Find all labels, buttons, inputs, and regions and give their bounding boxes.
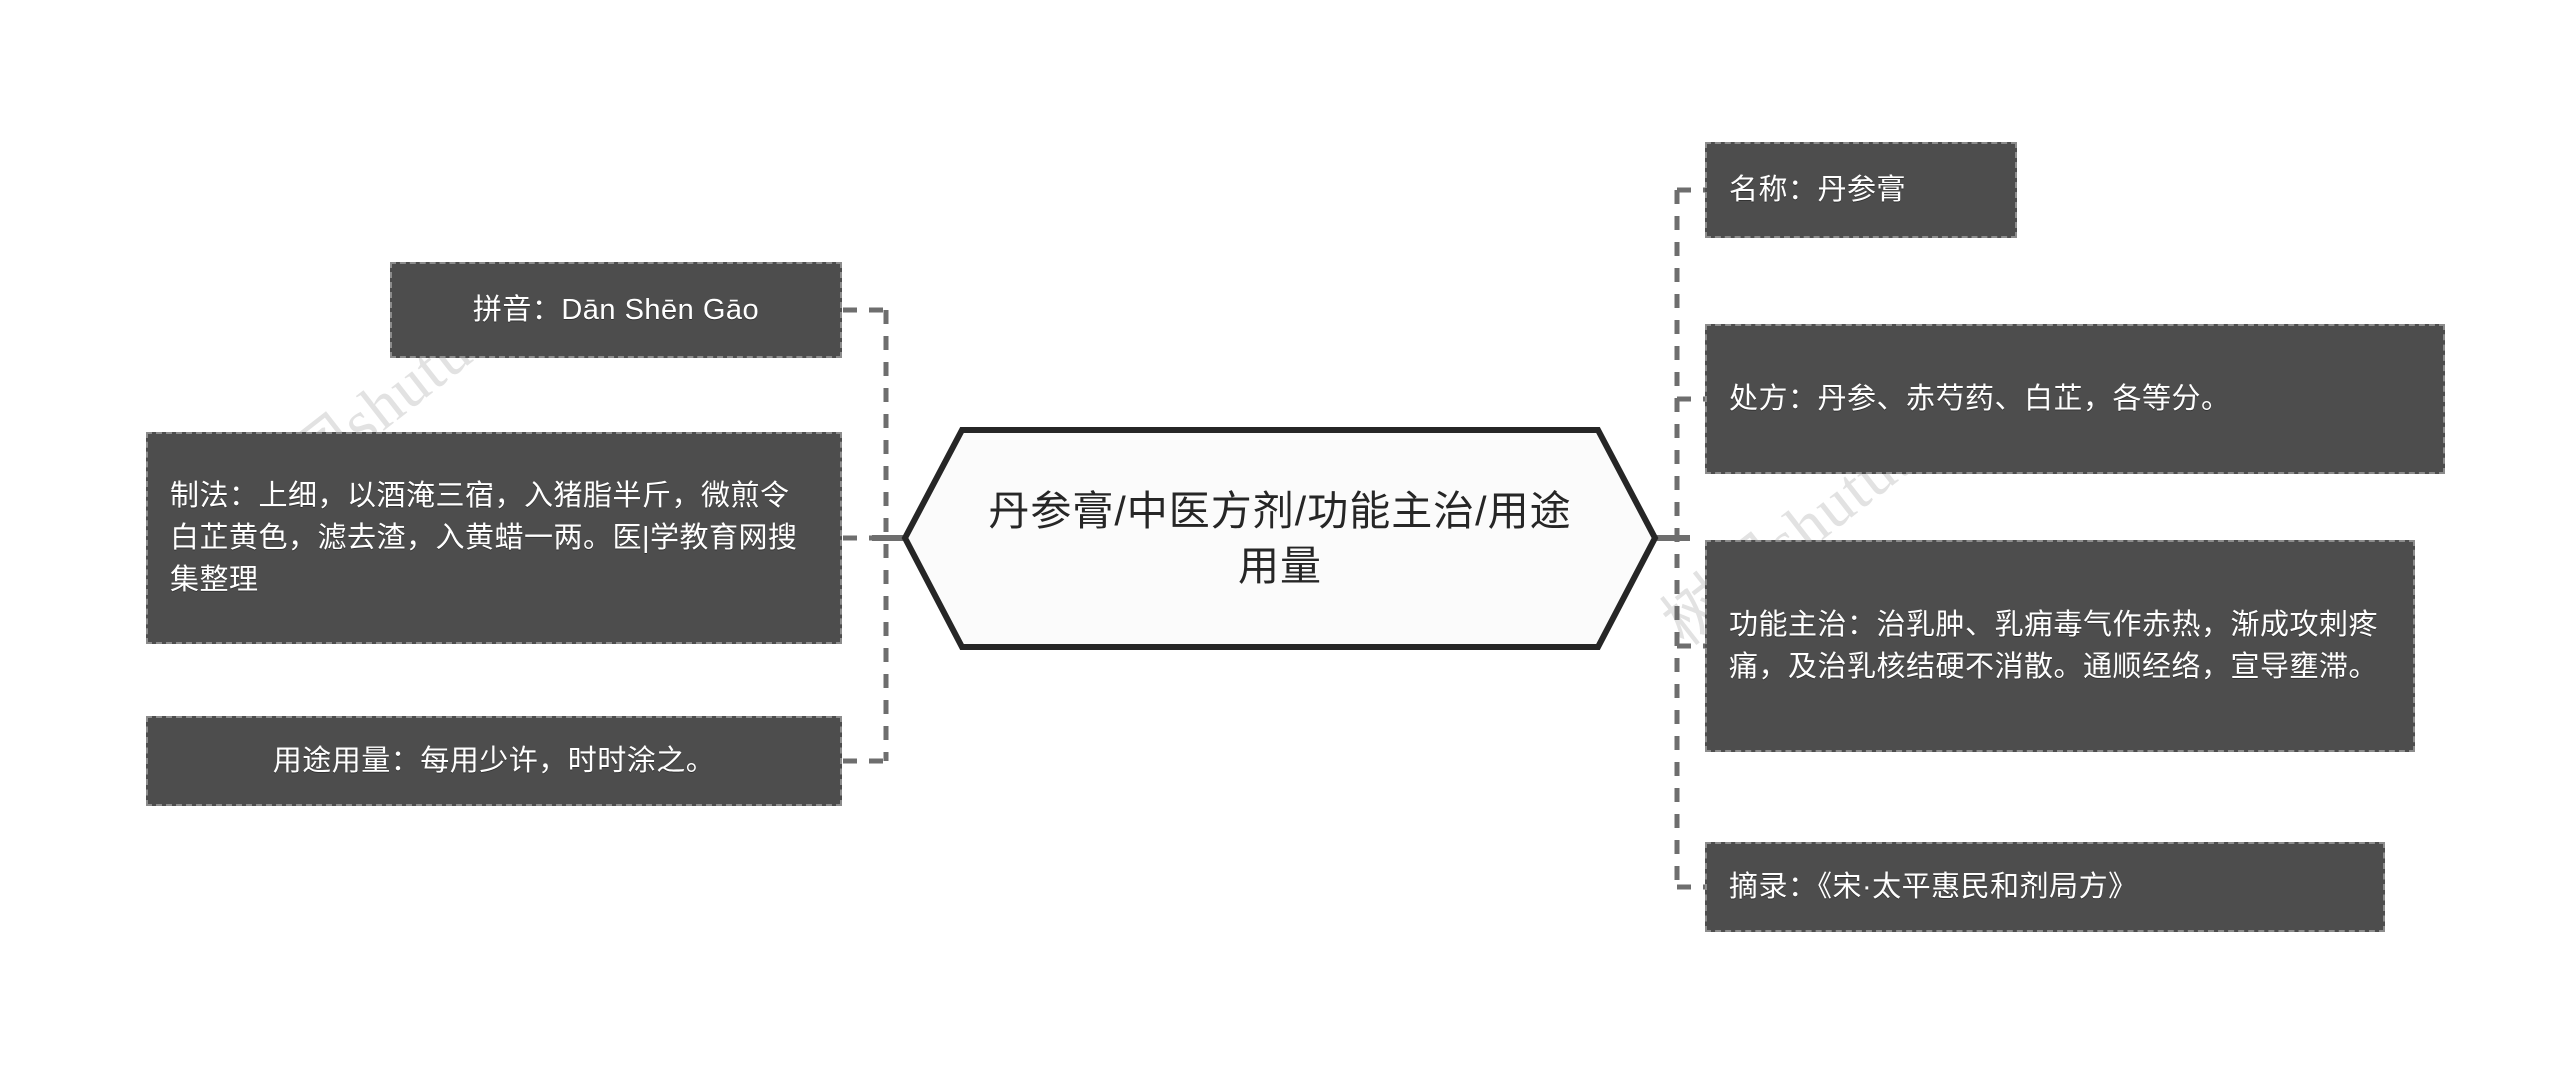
node-prescription[interactable]: 处方：丹参、赤芍药、白芷，各等分。: [1705, 324, 2445, 474]
node-source-excerpt-label: 摘录：《宋·太平惠民和剂局方》: [1729, 870, 2138, 903]
node-pinyin[interactable]: 拼音：Dān Shēn Gāo: [390, 262, 842, 358]
node-preparation-method-label: 制法：上细，以酒淹三宿，入猪脂半斤，微煎令白芷黄色，滤去渣，入黄蜡一两。医|学教…: [170, 479, 798, 597]
node-pinyin-label: 拼音：Dān Shēn Gāo: [472, 293, 760, 326]
node-source-excerpt[interactable]: 摘录：《宋·太平惠民和剂局方》: [1705, 842, 2385, 932]
center-hexagon-shape: [901, 427, 1659, 650]
node-name[interactable]: 名称：丹参膏: [1705, 142, 2017, 238]
node-name-label: 名称：丹参膏: [1729, 173, 1907, 206]
node-prescription-label: 处方：丹参、赤芍药、白芷，各等分。: [1729, 382, 2231, 415]
node-center-topic[interactable]: 丹参膏/中医方剂/功能主治/用途用量: [900, 425, 1660, 652]
node-usage-dosage-label: 用途用量：每用少许，时时涂之。: [272, 744, 716, 777]
node-preparation-method[interactable]: 制法：上细，以酒淹三宿，入猪脂半斤，微煎令白芷黄色，滤去渣，入黄蜡一两。医|学教…: [146, 432, 842, 644]
node-indications[interactable]: 功能主治：治乳肿、乳痈毒气作赤热，渐成攻刺疼痛，及治乳核结硬不消散。通顺经络，宣…: [1705, 540, 2415, 752]
node-indications-label: 功能主治：治乳肿、乳痈毒气作赤热，渐成攻刺疼痛，及治乳核结硬不消散。通顺经络，宣…: [1729, 608, 2379, 683]
node-usage-dosage[interactable]: 用途用量：每用少许，时时涂之。: [146, 716, 842, 806]
node-center-topic-label: 丹参膏/中医方剂/功能主治/用途用量: [988, 487, 1572, 589]
